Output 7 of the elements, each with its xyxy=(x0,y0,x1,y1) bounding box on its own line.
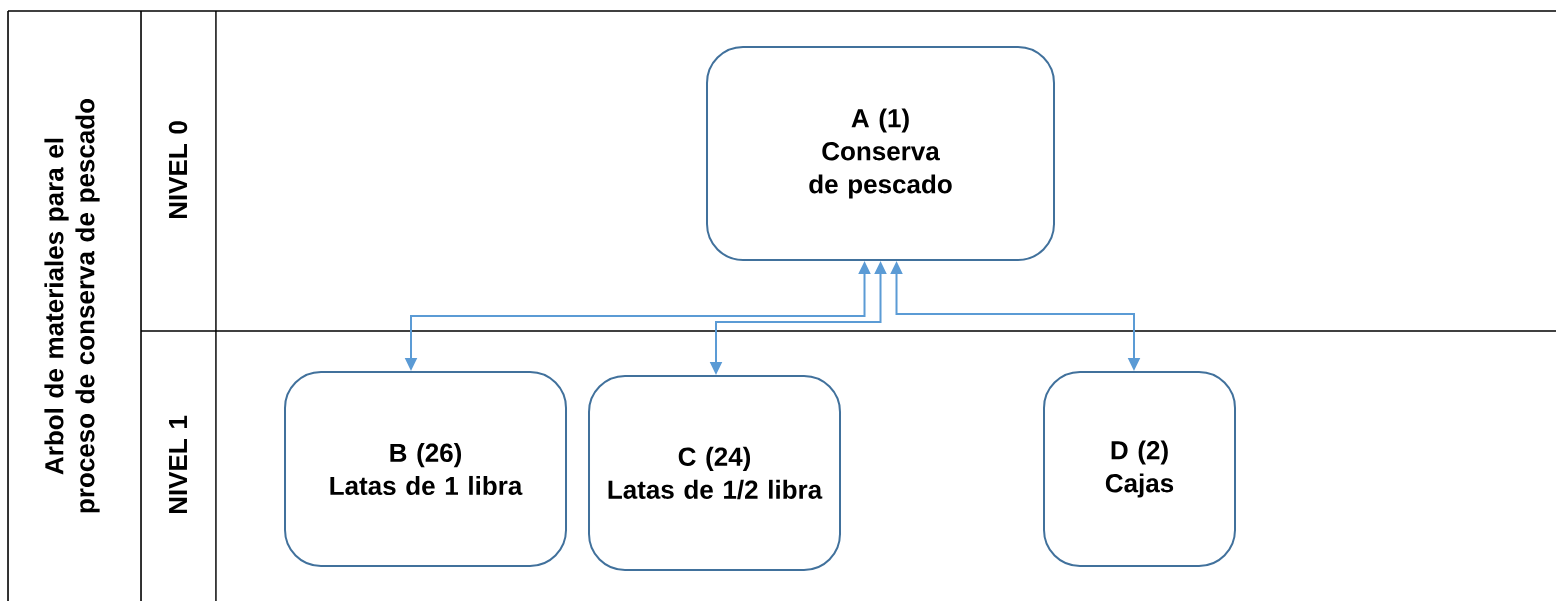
table-heading: Arbol de materiales para el proceso de conserva de pescado xyxy=(44,98,100,513)
item-box: D (2) Cajas xyxy=(1043,371,1236,567)
level-label: NIVEL 0 xyxy=(168,121,188,219)
item-box: C (24) Latas de 1/2 libra xyxy=(588,375,841,571)
level-label: NIVEL 1 xyxy=(169,415,187,514)
item-box: A (1) Conserva de pescado xyxy=(706,46,1055,261)
item-box: B (26) Latas de 1 libra xyxy=(284,371,567,567)
